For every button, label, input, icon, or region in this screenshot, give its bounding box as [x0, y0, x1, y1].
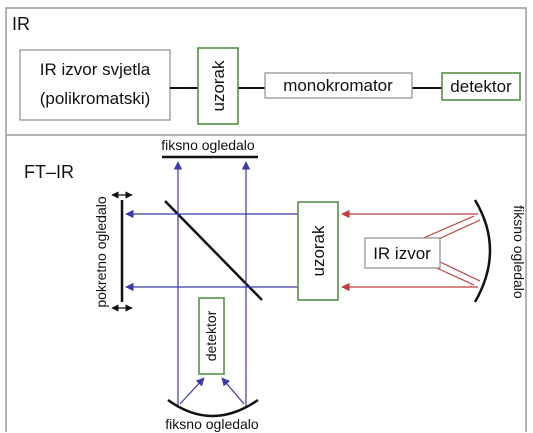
ir-section-title: IR — [12, 14, 30, 34]
ir-detector-box — [441, 72, 521, 101]
ftir-section-title: FT–IR — [24, 162, 74, 182]
fixed-mirror-bottom — [167, 398, 259, 418]
ftir-detector-label: detektor — [203, 310, 219, 361]
ir-monochromator-label: monokromator — [283, 76, 393, 95]
fixed-mirror-right — [473, 199, 492, 303]
red-beam-source-to-mirror-top-1 — [418, 215, 475, 241]
blue-beam-to-detector-left — [179, 377, 205, 405]
blue-beam-to-detector-right — [221, 377, 245, 405]
ir-sample-label: uzorak — [209, 60, 228, 112]
ftir-source-box — [364, 237, 441, 269]
ir-source-label-line2: (polikromatski) — [40, 89, 151, 108]
ir-detector-label: detektor — [450, 77, 512, 96]
fixed-mirror-right-label: fiksno ogledalo — [511, 205, 527, 299]
ir-monochromator-box — [264, 72, 413, 99]
ir-source-box — [19, 49, 171, 121]
ftir-sample-box — [297, 201, 339, 301]
fixed-mirror-bottom-label: fiksno ogledalo — [165, 416, 259, 432]
fixed-mirror-top-label: fiksno ogledalo — [161, 137, 255, 153]
ir-source-label-line1: IR izvor svjetla — [40, 60, 151, 79]
moving-mirror-label: pokretno ogledalo — [93, 196, 109, 308]
beamsplitter — [164, 200, 263, 301]
ftir-sample-label: uzorak — [309, 225, 328, 277]
ftir-source-label: IR izvor — [373, 244, 431, 263]
ir-panel-frame — [5, 7, 527, 136]
ftir-detector-box — [198, 297, 225, 375]
ir-sample-box — [197, 47, 239, 125]
